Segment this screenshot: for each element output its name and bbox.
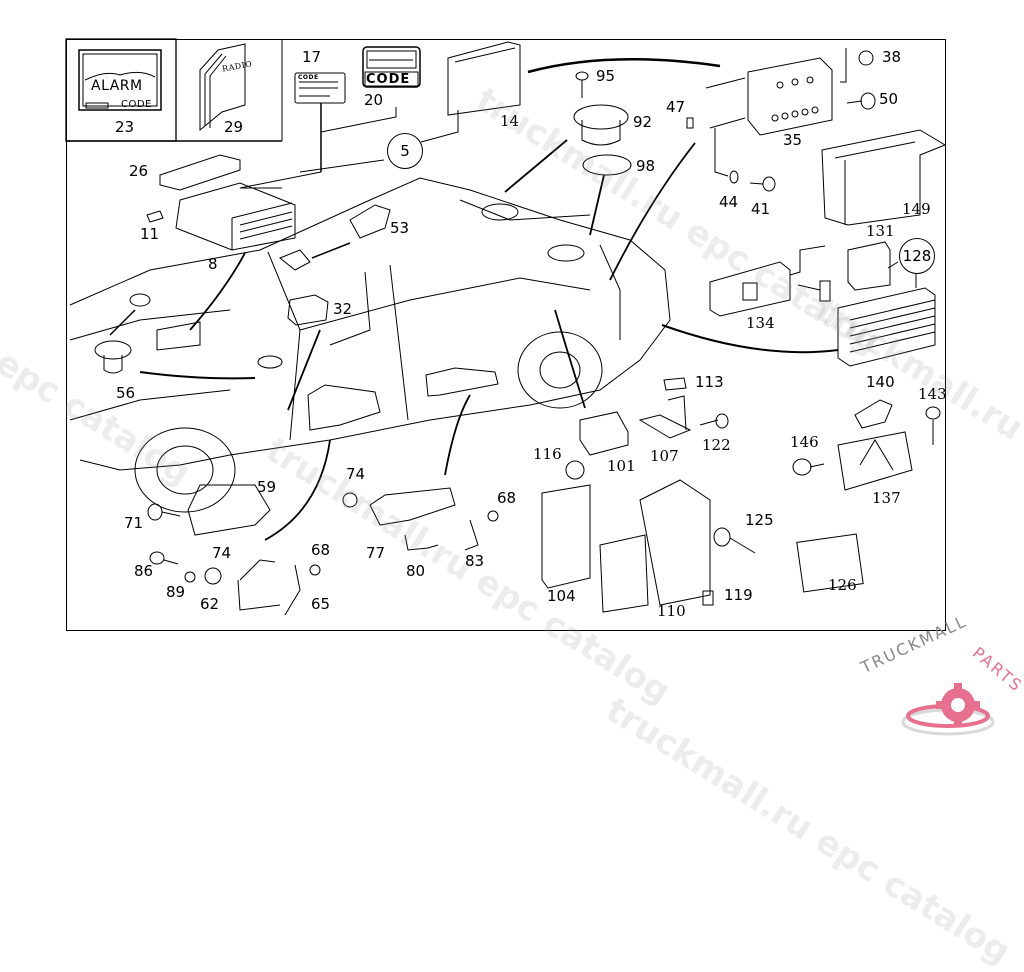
radio-manual-icon: [199, 43, 246, 132]
code-card-text: CODE: [298, 74, 319, 81]
callout-11[interactable]: 11: [140, 225, 160, 243]
callout-5[interactable]: 5: [387, 133, 423, 169]
callout-134[interactable]: 134: [746, 314, 775, 332]
callout-68-lower[interactable]: 68: [311, 541, 331, 559]
speaker-icon: [481, 104, 632, 262]
callout-92[interactable]: 92: [633, 113, 653, 131]
diagram-frame: [66, 39, 946, 631]
code-card-icon: [294, 72, 397, 172]
callout-71[interactable]: 71: [124, 514, 144, 532]
relay-module-icon: [847, 241, 899, 291]
callout-59[interactable]: 59: [257, 478, 277, 496]
code-display-text: CODE: [366, 72, 411, 87]
nut-bolt-icons: [686, 50, 876, 192]
callout-20[interactable]: 20: [364, 91, 384, 109]
callout-65[interactable]: 65: [311, 595, 331, 613]
callout-41[interactable]: 41: [751, 200, 771, 218]
fastener-icons: [147, 492, 499, 616]
callout-74-middle[interactable]: 74: [346, 465, 366, 483]
mounting-bracket-icon: [792, 399, 941, 491]
callout-8[interactable]: 8: [208, 255, 218, 273]
callout-125[interactable]: 125: [745, 511, 774, 529]
callout-77[interactable]: 77: [366, 544, 386, 562]
callout-101[interactable]: 101: [607, 457, 636, 475]
callout-26[interactable]: 26: [129, 162, 149, 180]
code-display-icon: [362, 46, 421, 88]
callout-104[interactable]: 104: [547, 587, 576, 605]
callout-95[interactable]: 95: [596, 67, 616, 85]
callout-137[interactable]: 137: [872, 489, 901, 507]
callout-17[interactable]: 17: [302, 48, 322, 66]
callout-140[interactable]: 140: [866, 373, 895, 391]
callout-53[interactable]: 53: [390, 219, 410, 237]
alarm-card-icon: [78, 49, 162, 111]
callout-74-lower[interactable]: 74: [212, 544, 232, 562]
screw-icon: [575, 71, 589, 98]
callout-89[interactable]: 89: [166, 583, 186, 601]
callout-83[interactable]: 83: [465, 552, 485, 570]
radio-module-icon: [447, 41, 521, 116]
callout-131[interactable]: 131: [866, 222, 895, 240]
tray-icon: [821, 129, 947, 226]
car-body-outline: [69, 177, 671, 513]
truckmall-parts-logo[interactable]: TRUCKMALL PARTS: [858, 611, 1024, 746]
callout-68-middle[interactable]: 68: [497, 489, 517, 507]
callout-14[interactable]: 14: [500, 112, 520, 130]
alarm-card-text: ALARM: [91, 78, 143, 94]
inset-frames: [65, 38, 283, 142]
alarm-card-code-text: CODE: [121, 99, 152, 110]
amplifier-bracket-icon: [705, 48, 847, 177]
connector-icon: [287, 294, 329, 326]
callout-98[interactable]: 98: [636, 157, 656, 175]
control-unit-icon: [541, 460, 756, 613]
callout-47[interactable]: 47: [666, 98, 686, 116]
door-module-icon: [187, 367, 499, 536]
arrow-14-35: [527, 58, 721, 74]
callout-119[interactable]: 119: [724, 586, 753, 604]
remote-control-icon: [159, 154, 241, 191]
callout-126[interactable]: 126: [828, 576, 857, 594]
callout-32[interactable]: 32: [333, 300, 353, 318]
callout-62[interactable]: 62: [200, 595, 220, 613]
callout-149[interactable]: 149: [902, 200, 931, 218]
head-unit-icon: [175, 182, 296, 251]
callout-23[interactable]: 23: [115, 118, 135, 136]
parts-line-art: [65, 38, 947, 616]
fuse-icon: [146, 210, 164, 223]
gear-logo-icon: [901, 683, 995, 736]
control-module-icon: [709, 245, 831, 317]
callout-128[interactable]: 128: [899, 238, 935, 274]
callout-113[interactable]: 113: [695, 373, 724, 391]
bracket-clip-icon: [579, 377, 729, 456]
callout-80[interactable]: 80: [406, 562, 426, 580]
lamp-housing-icon: [349, 204, 391, 239]
callout-50[interactable]: 50: [879, 90, 899, 108]
callout-122[interactable]: 122: [702, 436, 731, 454]
callout-56[interactable]: 56: [116, 384, 136, 402]
callout-44[interactable]: 44: [719, 193, 739, 211]
callout-107[interactable]: 107: [650, 447, 679, 465]
callout-146[interactable]: 146: [790, 433, 819, 451]
amplifier-icon: [837, 272, 936, 367]
callout-110[interactable]: 110: [657, 602, 686, 620]
tweeter-icon: [94, 293, 283, 374]
callout-38[interactable]: 38: [882, 48, 902, 66]
callout-86[interactable]: 86: [134, 562, 154, 580]
callout-143[interactable]: 143: [918, 385, 947, 403]
module-block-icon: [796, 533, 864, 593]
callout-29[interactable]: 29: [224, 118, 244, 136]
callout-116[interactable]: 116: [533, 445, 562, 463]
callout-35[interactable]: 35: [783, 131, 803, 149]
